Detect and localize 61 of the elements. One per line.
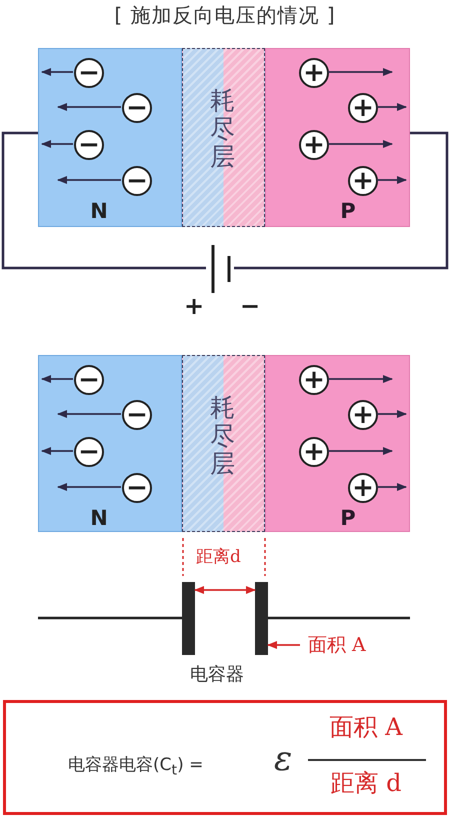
leader-line <box>267 641 300 649</box>
diagram-title: [ 施加反向电压的情况 ] <box>113 2 337 29</box>
ion-symbol: − <box>122 93 152 123</box>
numerator-text: 面积 A <box>328 712 404 743</box>
ion-symbol: − <box>74 437 104 467</box>
motion-arrow <box>377 483 407 491</box>
ion-symbol: + <box>299 58 329 88</box>
depletion-layer <box>182 48 265 227</box>
ion-symbol: − <box>122 166 152 196</box>
ion-symbol: + <box>299 365 329 395</box>
polarity-sign: + <box>184 292 202 320</box>
component-label: 电容器 <box>190 663 244 686</box>
ion-symbol: + <box>348 473 378 503</box>
ion-symbol: − <box>122 473 152 503</box>
depletion-layer <box>182 355 265 532</box>
polarity-sign: − <box>240 292 258 320</box>
distance-arrow <box>194 586 256 594</box>
region-label: P <box>339 199 357 223</box>
motion-arrow <box>377 410 407 418</box>
motion-arrow <box>41 68 73 76</box>
layer-label: 耗尽层 <box>210 87 236 171</box>
ion-symbol: + <box>299 130 329 160</box>
motion-arrow <box>57 410 121 418</box>
ion-symbol: − <box>74 130 104 160</box>
region-label: P <box>339 506 357 530</box>
region-label: N <box>89 199 109 223</box>
ion-symbol: + <box>348 93 378 123</box>
motion-arrow <box>328 375 393 383</box>
epsilon-symbol: ε <box>274 739 292 779</box>
motion-arrow <box>57 103 121 111</box>
motion-arrow <box>328 68 393 76</box>
formula-box <box>3 700 447 815</box>
motion-arrow <box>377 103 407 111</box>
motion-arrow <box>57 483 121 491</box>
motion-arrow <box>41 140 73 148</box>
motion-arrow <box>328 447 393 455</box>
ion-symbol: + <box>348 166 378 196</box>
ion-symbol: + <box>348 400 378 430</box>
p-type-region <box>265 355 410 532</box>
p-type-region <box>265 48 410 227</box>
ion-symbol: + <box>299 437 329 467</box>
layer-label: 耗尽层 <box>210 394 236 478</box>
motion-arrow <box>41 447 73 455</box>
area-label: 面积 A <box>300 632 384 658</box>
capacitor-plate <box>182 582 195 655</box>
motion-arrow <box>57 176 121 184</box>
edge-label: 距离d <box>196 546 241 568</box>
motion-arrow <box>328 140 393 148</box>
ion-symbol: − <box>122 400 152 430</box>
n-type-region <box>38 355 182 532</box>
capacitor-plate <box>255 582 268 655</box>
circuit-wire <box>234 132 448 270</box>
region-label: N <box>89 506 109 530</box>
formula-text: 电容器电容(C$_{t}$) = <box>68 754 204 778</box>
circuit-wire <box>2 132 206 270</box>
denominator-text: 距离 d <box>330 768 402 799</box>
n-type-region <box>38 48 182 227</box>
motion-arrow <box>377 176 407 184</box>
motion-arrow <box>41 375 73 383</box>
ion-symbol: − <box>74 58 104 88</box>
ion-symbol: − <box>74 365 104 395</box>
